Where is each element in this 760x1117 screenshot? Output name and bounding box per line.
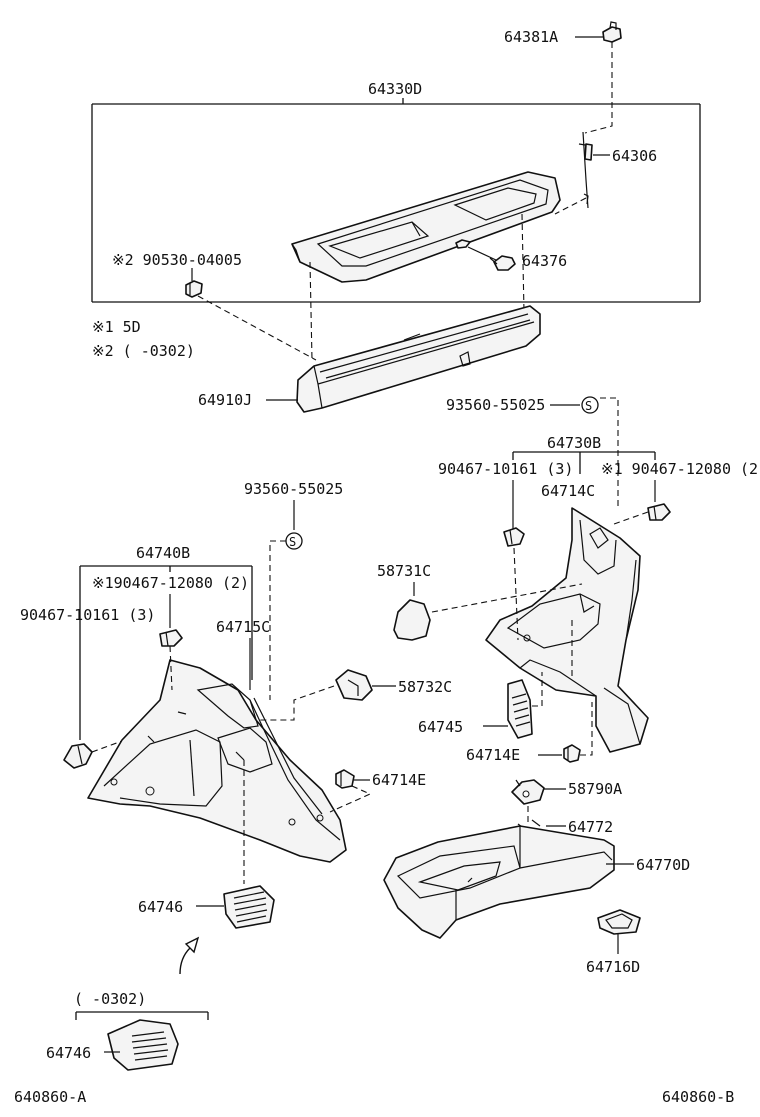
label-64330D: 64330D [368,80,422,98]
frame-64740B [79,565,253,740]
deck-trim-64770D [383,825,615,939]
dash-12080-right [613,511,649,525]
dash-12080-left [169,645,173,691]
dash-93560-left [269,540,286,700]
cap-58732C [335,669,373,701]
clip-64381A [602,21,622,43]
label-64730B: 64730B [547,434,601,452]
label-90530: ※2 90530-04005 [112,251,242,269]
label-64715C: 64715C [216,618,270,636]
label-inset-range: ( -0302) [74,990,146,1008]
svg-text:S: S [289,535,296,549]
dash-90530-trim [197,295,317,361]
clip-90467-12080-right [647,503,671,521]
label-90467-12080-right: ※1 90467-12080 (2) [601,460,760,478]
bracket-58790A [511,779,545,805]
package-tray-64330D [291,171,561,283]
arrow-icon [179,936,200,975]
label-90467-10161-right: 90467-10161 (3) [438,460,573,478]
dash-clip-strap [584,42,613,134]
sealer-symbol-right: S [581,396,599,414]
strap-64306 [578,131,593,209]
label-64745: 64745 [418,718,463,736]
label-93560-left: 93560-55025 [244,480,343,498]
label-90467-12080-left: ※190467-12080 (2) [92,574,249,592]
label-64714C: 64714C [541,482,595,500]
grille-64746-inset [107,1019,179,1071]
label-64381A: 64381A [504,28,558,46]
label-64770D: 64770D [636,856,690,874]
quarter-trim-64715C [87,659,347,863]
dash-clip-panel-right [513,547,519,641]
trim-64910J [296,305,541,413]
label-58731C: 58731C [377,562,431,580]
quarter-trim-64714C [485,507,649,753]
dash-58731C [431,583,583,613]
clip-90467-10161-left [63,743,93,769]
footer-left: 640860-A [14,1088,86,1106]
svg-text:S: S [585,399,592,413]
label-64746-inset: 64746 [46,1044,91,1062]
clip-64714E-left [335,769,355,789]
dash-tray-trim-left [309,261,313,361]
dash-tray-64376 [467,246,497,261]
label-64716D: 64716D [586,958,640,976]
clip-90467-10161-right [503,527,525,547]
dash-tray-trim-right [521,213,525,313]
sealer-symbol-left: S [285,532,303,550]
label-90467-10161-left: 90467-10161 (3) [20,606,155,624]
frame-inset [75,1011,209,1020]
dash-64745 [532,672,543,707]
label-64910J: 64910J [198,391,252,409]
label-58732C: 58732C [398,678,452,696]
clip-64714E-right [563,744,581,763]
footer-right: 640860-B [662,1088,734,1106]
label-64714E-right: 64714E [466,746,520,764]
label-64746-main: 64746 [138,898,183,916]
label-64772: 64772 [568,818,613,836]
frame-64730B [512,451,656,474]
dash-64714E-left [329,785,372,813]
clip-90467-12080-left [159,629,183,647]
dash-93560-right [600,397,619,510]
grille-64745 [507,679,533,739]
note-1: ※1 5D [92,318,141,336]
dash-strap-tray [554,197,587,215]
note-2: ※2 ( -0302) [92,342,195,360]
label-58790A: 58790A [568,780,622,798]
label-64740B: 64740B [136,544,190,562]
pad-64716D [597,909,641,935]
label-64306: 64306 [612,147,657,165]
label-64376: 64376 [522,252,567,270]
cap-58731C [393,599,431,641]
grille-64746 [223,885,275,929]
label-93560-right: 93560-55025 [446,396,545,414]
clip-64376 [489,255,516,271]
dash-64714E-right [580,702,593,756]
dash-58732C [260,685,335,721]
label-64714E-left: 64714E [372,771,426,789]
frame-64330D [91,98,701,303]
clip-90530-04005 [185,280,203,298]
